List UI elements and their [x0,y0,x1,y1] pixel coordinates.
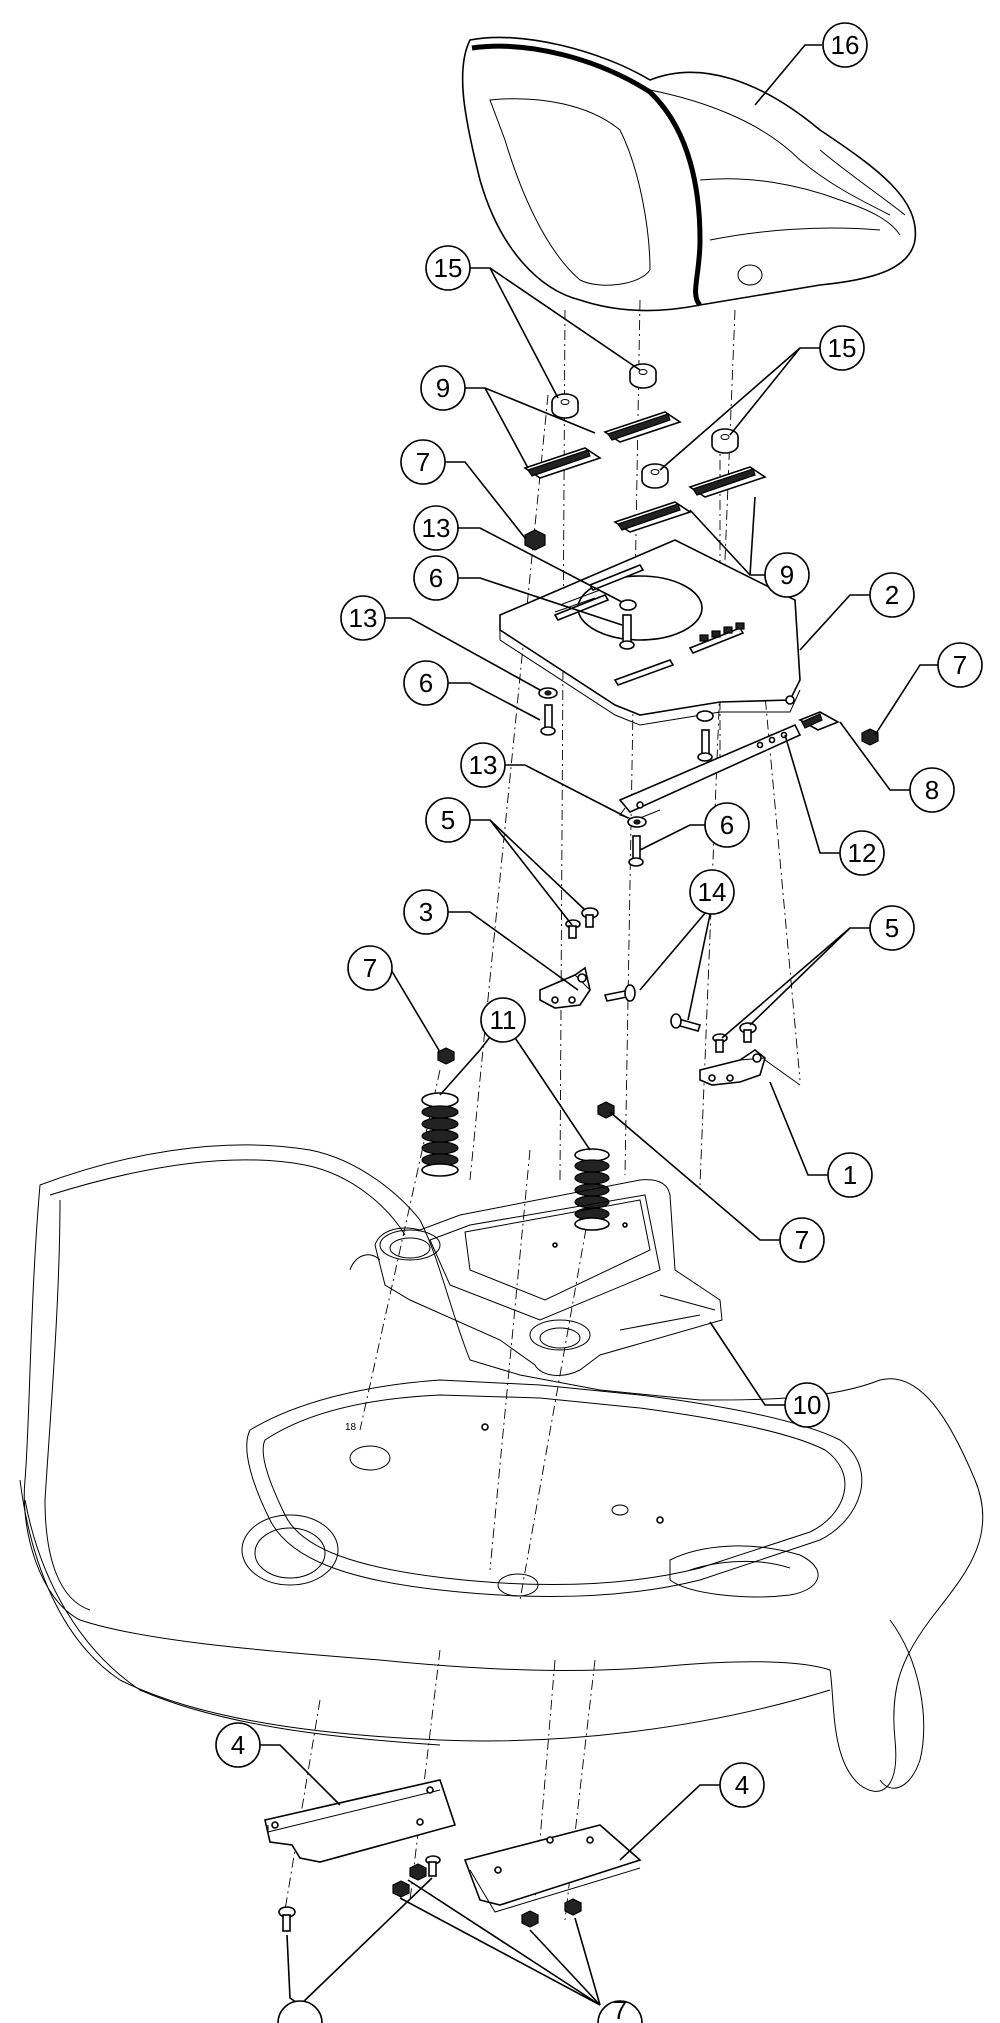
callout-13-lower: 13 [460,742,506,788]
spacer-3 [711,428,739,454]
bolt-6-left [540,704,556,736]
spring-11-right [574,1148,610,1231]
svg-text:7: 7 [363,953,377,983]
callout-4-left: 4 [215,1722,261,1768]
bracket-1-part [699,1049,801,1086]
washer-13-left [538,687,558,699]
svg-text:7: 7 [795,1225,809,1255]
seat-part [461,36,917,312]
callout-2: 2 [869,572,915,618]
leader-lines [260,44,938,2006]
svg-text:3: 3 [419,897,433,927]
callout-13-left: 13 [340,595,386,641]
callout-6-upper: 6 [413,555,459,601]
callout-7-upper: 7 [400,439,446,485]
callout-bottom-left-partial [277,2000,323,2023]
spacer-2 [551,393,579,419]
seat-base-part [374,1179,723,1376]
svg-text:14: 14 [698,877,727,907]
svg-text:8: 8 [925,775,939,805]
spacer-parts [551,363,739,489]
svg-text:6: 6 [429,563,443,593]
pins-14 [603,984,702,1032]
slide-parts [523,411,767,533]
bolts-bottom [278,1855,441,1932]
callout-12: 12 [839,830,885,876]
svg-text:5: 5 [441,805,455,835]
callout-9-lower: 9 [764,552,810,598]
callout-7-spring: 7 [347,945,393,991]
bracket-3-part [539,966,591,1009]
bolt-6-lower [628,835,644,867]
svg-text:16: 16 [831,30,860,60]
washer-13-lower [627,816,647,828]
callout-9-upper: 9 [420,365,466,411]
callout-4-right: 4 [719,1762,765,1808]
cover-plate-4-left [264,1779,457,1863]
callout-3: 3 [403,889,449,935]
callout-7-right: 7 [937,642,983,688]
svg-text:7: 7 [953,650,967,680]
svg-text:15: 15 [434,253,463,283]
svg-text:15: 15 [828,333,857,363]
callout-6-left: 6 [403,660,449,706]
cover-plate-4-right [463,1824,642,1913]
svg-text:4: 4 [231,1730,245,1760]
seat-plate-part [499,539,801,726]
washer-bolt-right [696,710,714,762]
callout-8: 8 [909,767,955,813]
nut-7-spring-left [437,1047,455,1065]
svg-text:6: 6 [720,810,734,840]
svg-text:12: 12 [848,838,877,868]
bolts-5-right [712,1022,757,1053]
callout-14: 14 [689,869,735,915]
nut-7-top [524,529,546,551]
svg-text:7: 7 [416,447,430,477]
svg-text:10: 10 [793,1390,822,1420]
svg-text:2: 2 [885,580,899,610]
svg-text:11: 11 [490,1005,517,1035]
svg-text:4: 4 [735,1770,749,1800]
callout-11: 11 [480,997,526,1043]
svg-text:13: 13 [349,603,378,633]
svg-text:9: 9 [780,560,794,590]
callout-16: 16 [822,22,868,68]
callout-7-mid: 7 [779,1217,825,1263]
latch-handle-part [798,711,840,731]
callout-5-right: 5 [869,905,915,951]
spacer-1 [629,363,657,389]
svg-text:5: 5 [885,913,899,943]
svg-text:13: 13 [422,513,451,543]
callout-7-bottom: 7 [597,1995,643,2023]
callout-15-right: 15 [819,325,865,371]
svg-text:7: 7 [613,1995,627,2023]
callout-5-left: 5 [425,797,471,843]
fender-body-part: 18 [19,1144,984,1792]
callout-15-left: 15 [425,245,471,291]
svg-text:18: 18 [345,1422,357,1433]
slide-rail-part [618,723,802,821]
svg-text:13: 13 [469,750,498,780]
callout-13-upper: 13 [413,505,459,551]
svg-text:9: 9 [436,373,450,403]
nuts-7-bottom [392,1863,582,1928]
spring-11-left [421,1092,459,1177]
callout-bubbles: 16 15 15 9 9 7 13 6 2 13 6 7 8 13 6 12 5… [215,22,983,2023]
spacer-4 [641,463,669,489]
callout-10: 10 [784,1382,830,1428]
callout-6-lower: 6 [704,802,750,848]
nut-7-spring-right [597,1101,615,1119]
nut-7-right [861,728,879,746]
callout-1: 1 [827,1152,873,1198]
svg-text:1: 1 [843,1160,857,1190]
svg-text:6: 6 [419,668,433,698]
